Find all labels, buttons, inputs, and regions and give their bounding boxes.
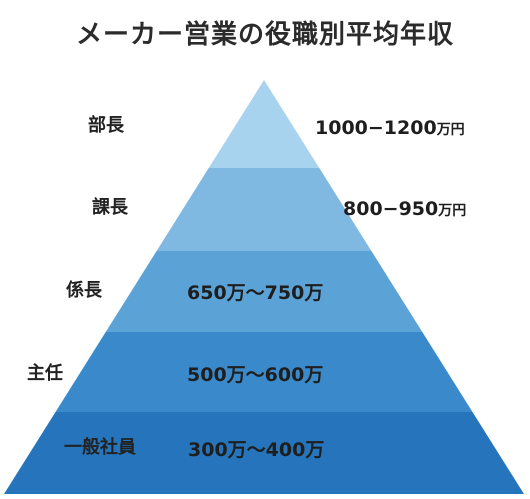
pyramid-tier-kacho bbox=[156, 168, 372, 251]
salary-label-bucho: 1000−1200万円 bbox=[315, 117, 465, 139]
position-label-kakaricho: 係長 bbox=[66, 280, 102, 301]
pyramid-tier-bucho bbox=[208, 80, 320, 168]
diagram-title: メーカー営業の役職別平均年収 bbox=[75, 20, 454, 50]
salary-label-kacho: 800−950万円 bbox=[343, 198, 467, 220]
pyramid-tier-ippan bbox=[4, 412, 524, 494]
pyramid-tier-kakaricho bbox=[105, 251, 423, 332]
position-label-shunin: 主任 bbox=[27, 363, 63, 384]
pyramid-tier-shunin bbox=[55, 332, 473, 412]
salary-label-kakaricho: 650万〜750万 bbox=[187, 282, 324, 304]
position-label-ippan: 一般社員 bbox=[64, 437, 136, 458]
salary-label-ippan: 300万〜400万 bbox=[188, 439, 325, 461]
position-label-bucho: 部長 bbox=[88, 115, 124, 136]
salary-label-shunin: 500万〜600万 bbox=[187, 364, 324, 386]
position-label-kacho: 課長 bbox=[92, 197, 128, 218]
